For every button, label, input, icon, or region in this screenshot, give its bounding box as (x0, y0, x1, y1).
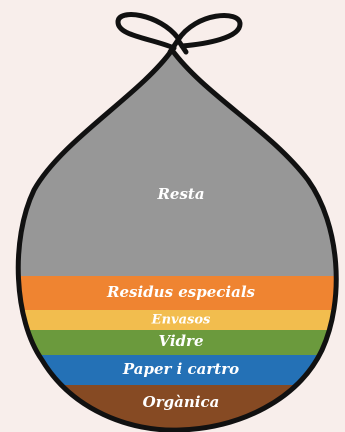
bag-knot-icon (118, 15, 240, 52)
layer-label-paper: Paper i cartro (122, 360, 239, 378)
layer-label-especials: Residus especials (106, 283, 255, 301)
layer-label-resta: Resta (156, 185, 204, 203)
layer-label-envasos: Envasos (151, 313, 211, 328)
layer-label-vidre: Vidre (158, 332, 203, 350)
layer-band-resta (0, 40, 345, 276)
layer-label-organica: Orgànica (143, 393, 220, 411)
